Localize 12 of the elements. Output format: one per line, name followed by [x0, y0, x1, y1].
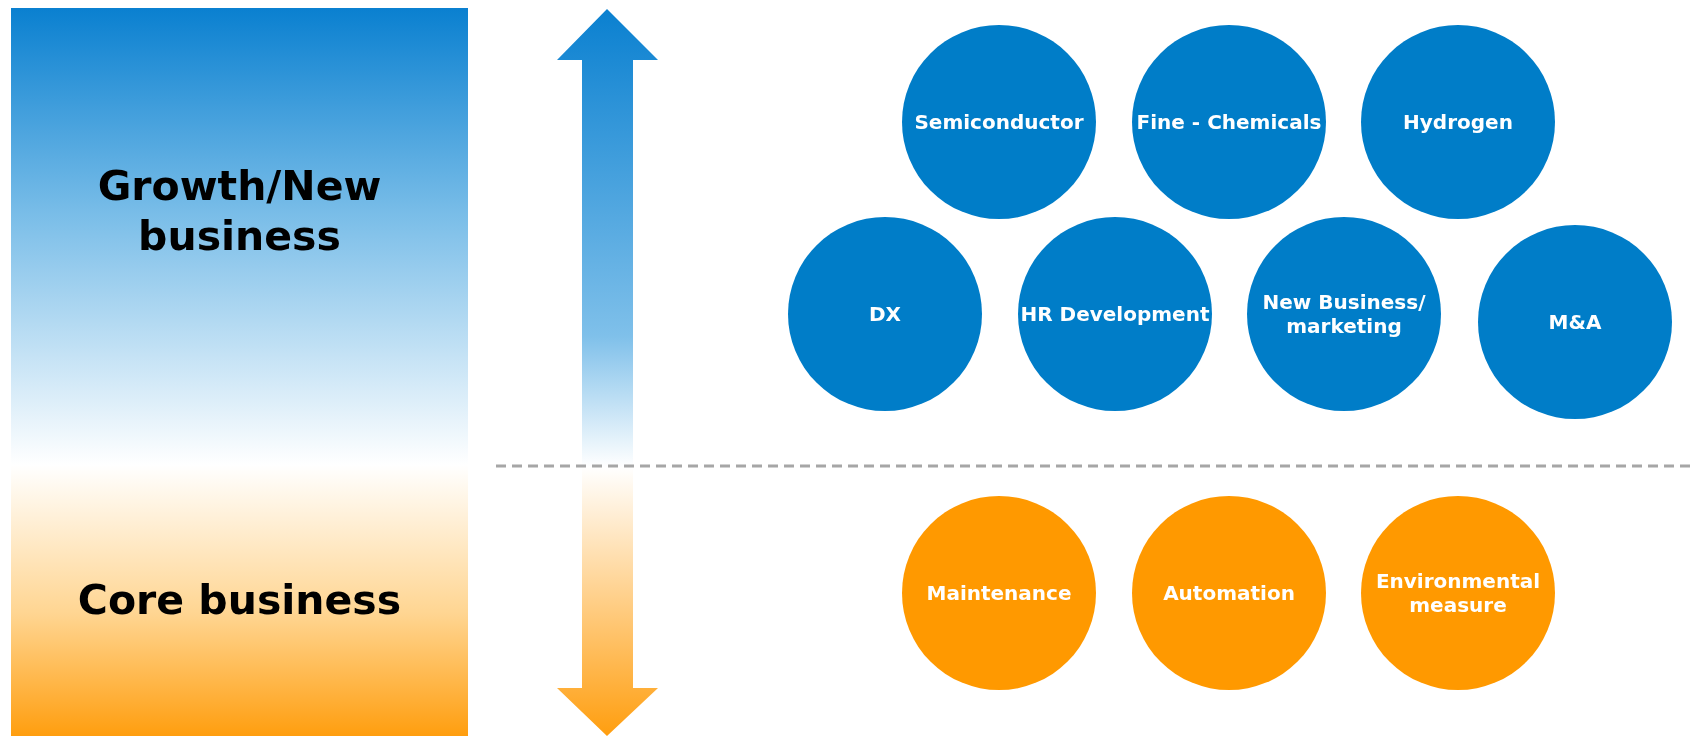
topic-label: New Business/ marketing [1261, 290, 1427, 338]
topic-label: Environmental measure [1374, 569, 1542, 617]
topic-label: Automation [1163, 581, 1295, 605]
topic-label: Semiconductor [914, 110, 1084, 134]
topic-label: M&A [1548, 310, 1602, 334]
topic-label: HR Development [1020, 302, 1210, 326]
topic-label: Maintenance [926, 581, 1072, 605]
topic-label: Hydrogen [1403, 110, 1513, 134]
topic-label: Fine - Chemicals [1136, 110, 1322, 134]
category-title: Core business [76, 575, 403, 626]
topic-label: DX [869, 302, 901, 326]
category-title: Growth/New business [96, 162, 383, 261]
